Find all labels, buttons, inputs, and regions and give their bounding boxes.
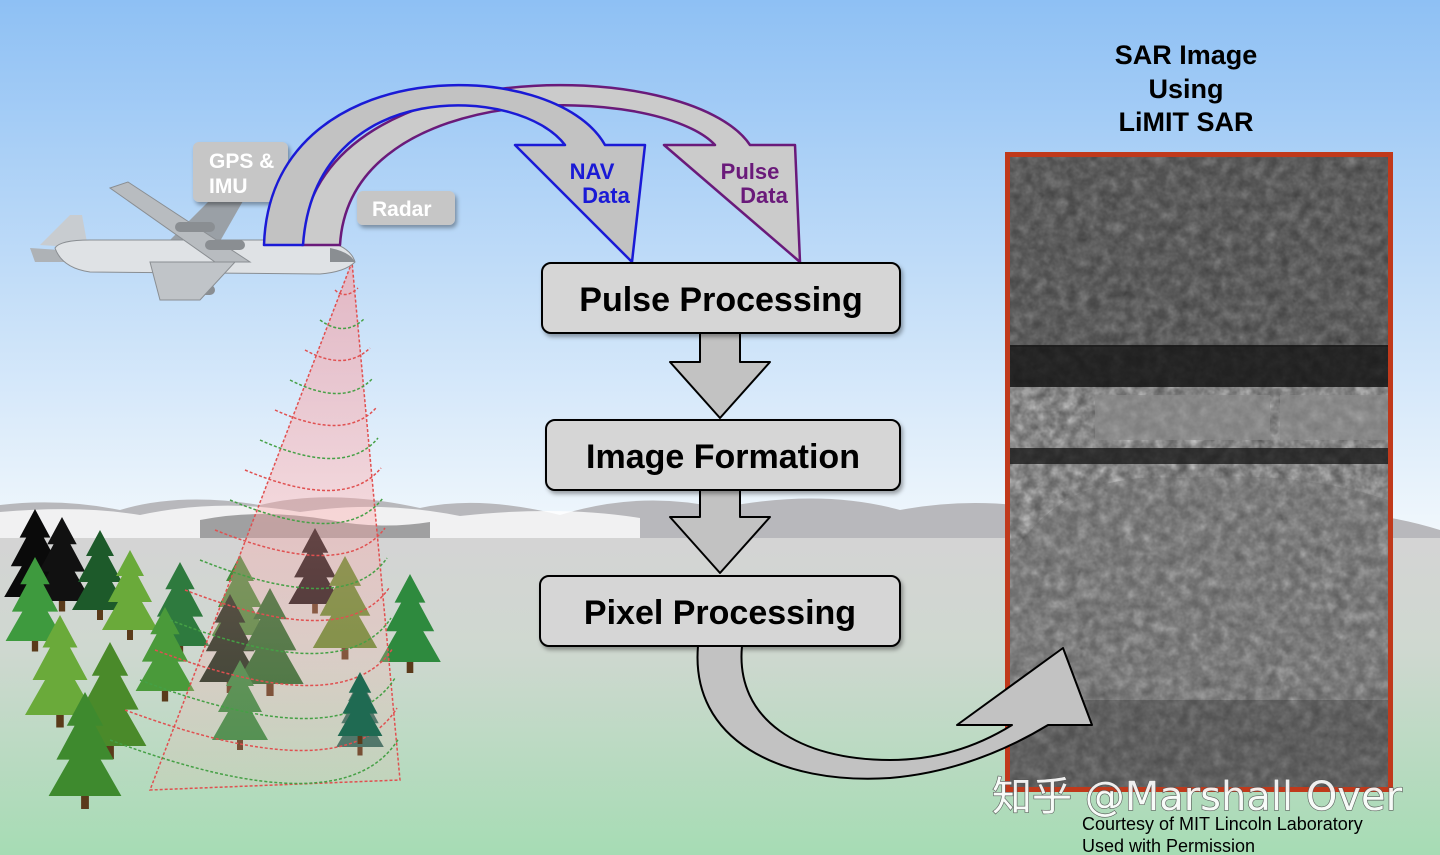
sar-terrain <box>1010 476 1388 787</box>
sar-dark-band <box>1010 345 1388 387</box>
radar-beam-icon <box>109 261 401 791</box>
nav-data-arrow-shape <box>262 83 647 264</box>
nav-data-arrow <box>262 83 647 264</box>
gps-imu-label: GPS & IMU <box>193 142 288 202</box>
credit-line2: Used with Permission <box>1082 836 1255 855</box>
sar-runway-1 <box>1095 395 1270 440</box>
airplane-nose <box>330 248 355 262</box>
gps-imu-line1: GPS & <box>209 150 274 173</box>
airplane-engine <box>175 222 215 232</box>
pulse-data-line2: Data <box>740 183 788 208</box>
pixel-processing-box: Pixel Processing <box>539 575 901 647</box>
sar-title-line2: Using <box>1148 74 1223 104</box>
output-arrow <box>696 645 1093 780</box>
pixel-processing-label: Pixel Processing <box>584 594 856 632</box>
radar-wavefronts <box>109 287 400 785</box>
credit-line1: Courtesy of MIT Lincoln Laboratory <box>1082 814 1363 834</box>
radar-label: Radar <box>357 191 455 225</box>
sar-road <box>1010 448 1388 464</box>
down-arrow-1 <box>669 329 771 419</box>
sar-title-line1: SAR Image <box>1115 40 1258 70</box>
airplane-near-wing <box>149 261 237 301</box>
airplane-engine <box>205 240 245 250</box>
nav-data-line2: Data <box>582 183 630 208</box>
pulse-data-line1: Pulse <box>721 159 780 184</box>
gps-imu-line2: IMU <box>209 175 248 198</box>
nav-data-line1: NAV <box>570 159 615 184</box>
radar-pill <box>357 191 455 225</box>
gps-imu-pill <box>193 142 288 202</box>
radar-beam-cone <box>148 261 401 791</box>
radar-label-text: Radar <box>372 198 432 221</box>
sar-runway-2 <box>1280 395 1388 440</box>
pulse-processing-label: Pulse Processing <box>579 281 862 319</box>
sar-urban-area <box>1010 157 1388 347</box>
image-formation-label: Image Formation <box>586 438 860 476</box>
sar-title-line3: LiMIT SAR <box>1119 107 1254 137</box>
watermark: 知乎 @Marshall Over <box>992 774 1403 820</box>
airplane-tail-fin <box>40 215 88 248</box>
down-arrow-2 <box>669 487 771 574</box>
pulse-processing-box: Pulse Processing <box>541 262 901 334</box>
image-formation-box: Image Formation <box>545 419 901 491</box>
